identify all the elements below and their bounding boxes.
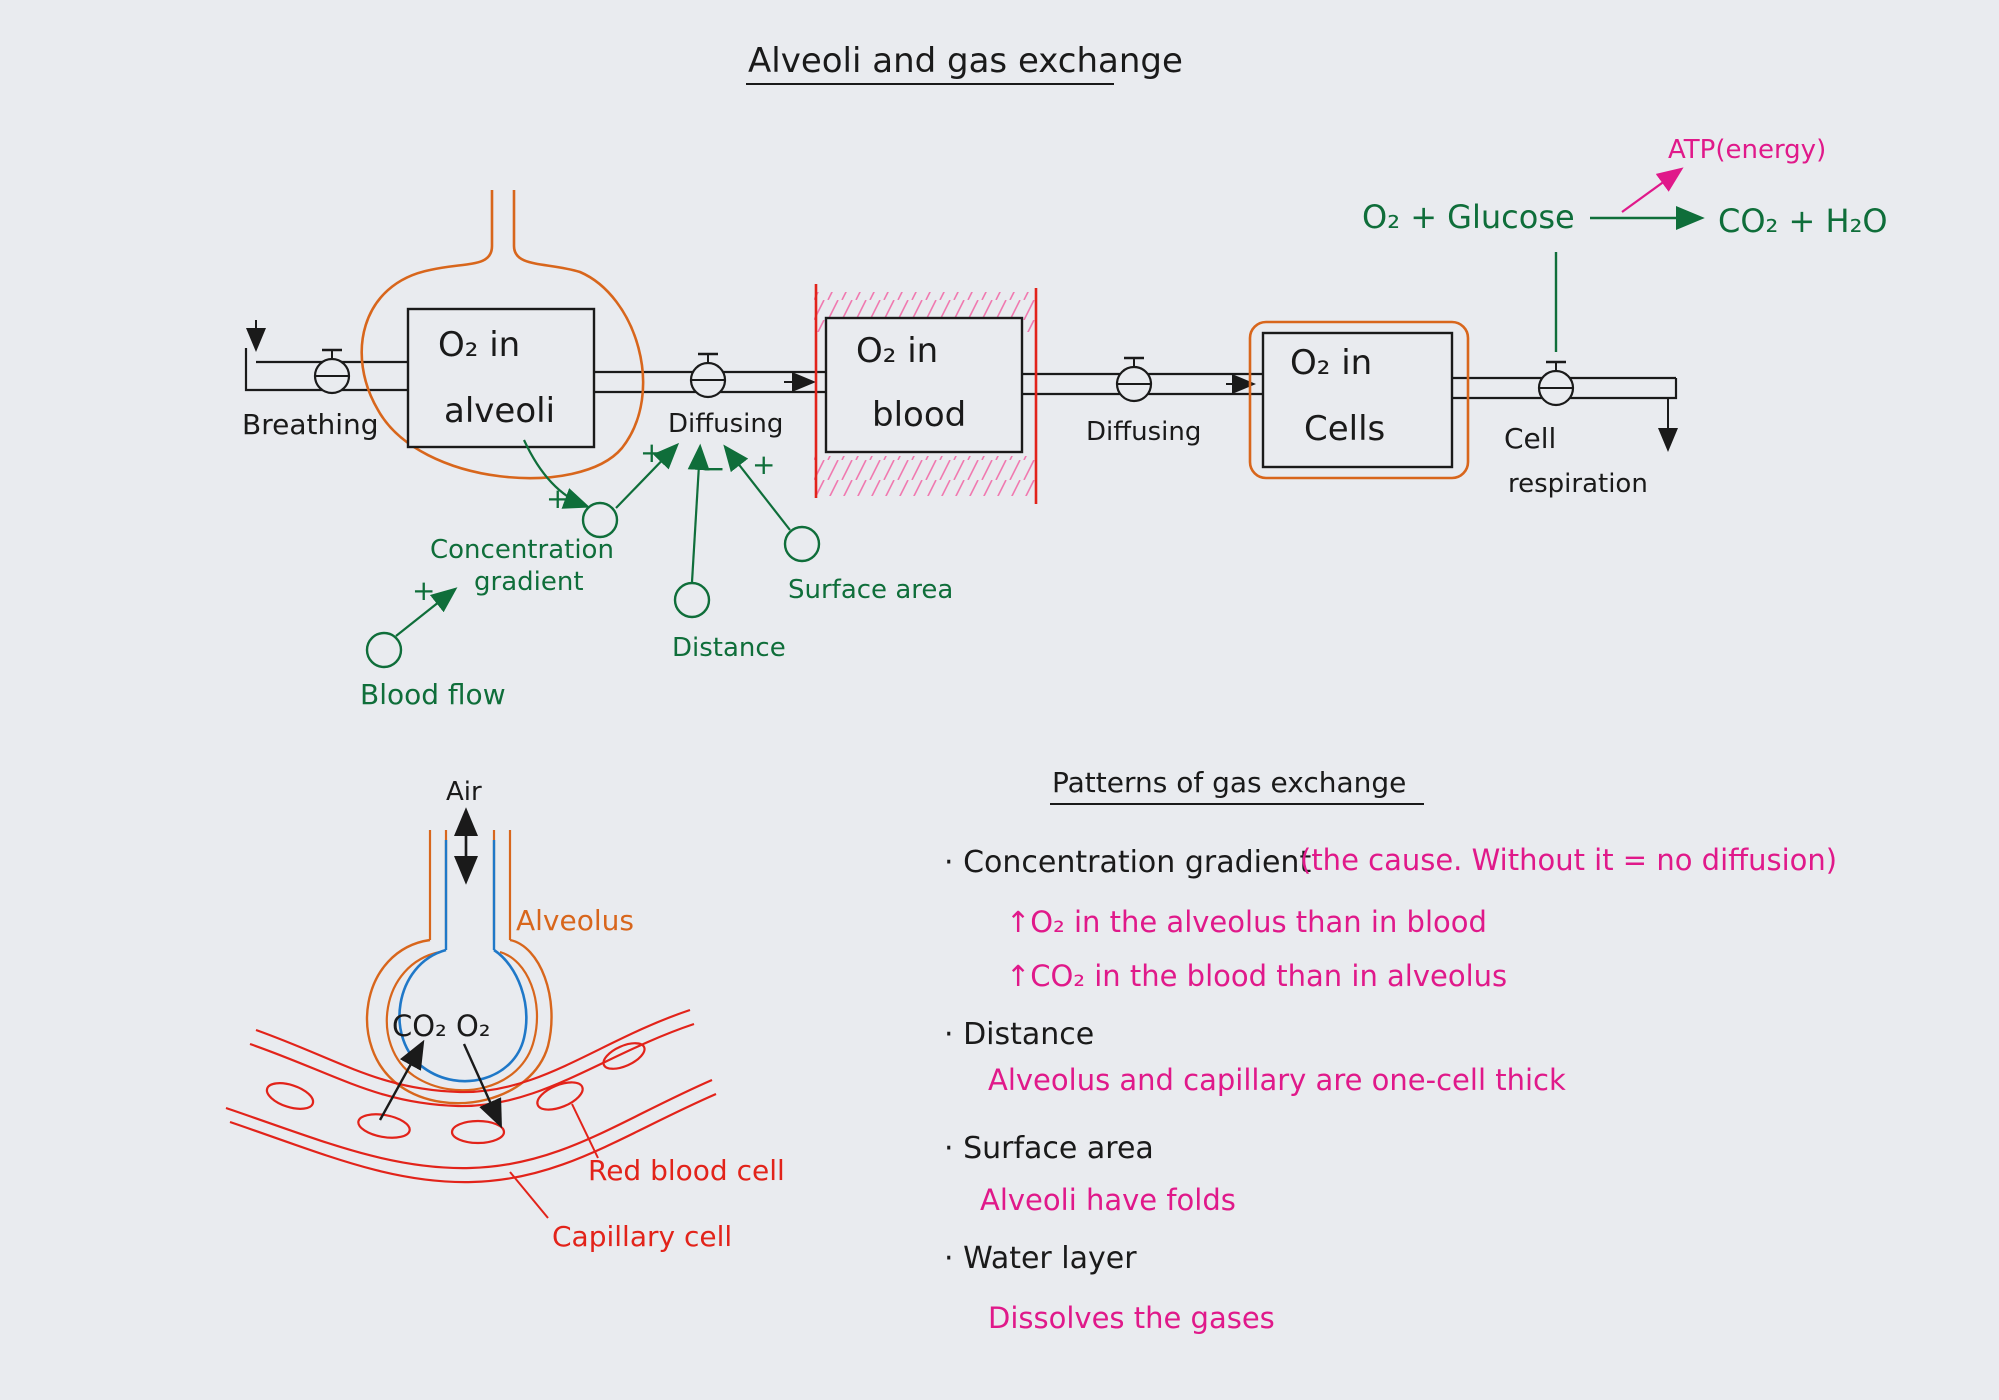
sign-area-to-diffusing: + xyxy=(752,448,775,481)
label-co2: CO₂ xyxy=(392,1009,447,1043)
stock-o2-cells-label-1: O₂ in xyxy=(1290,343,1372,383)
pattern-1-line-1: ↑O₂ in the alveolus than in blood xyxy=(1006,905,1487,939)
label-red-blood-cell: Red blood cell xyxy=(588,1154,785,1187)
respiration-reaction: O₂ + Glucose CO₂ + H₂O ATP(energy) xyxy=(1362,135,1888,352)
patterns-section: Patterns of gas exchange · Concentration… xyxy=(944,766,1837,1335)
label-breathing: Breathing xyxy=(242,408,379,441)
reaction-left: O₂ + Glucose xyxy=(1362,198,1575,236)
pattern-4-line-1: Dissolves the gases xyxy=(988,1301,1275,1335)
label-diffusing-2: Diffusing xyxy=(1086,417,1201,447)
label-blood-flow: Blood flow xyxy=(360,678,506,711)
label-o2: O₂ xyxy=(456,1009,490,1043)
stock-o2-alveoli-label-2: alveoli xyxy=(444,391,555,431)
pattern-2-head: · Distance xyxy=(944,1017,1094,1052)
pattern-1-aside: (the cause. Without it = no diffusion) xyxy=(1300,843,1837,877)
label-concentration: Concentration xyxy=(430,535,614,565)
stock-o2-blood xyxy=(824,316,1024,454)
sign-flow-to-gradient: + xyxy=(412,574,435,607)
stock-o2-blood-label-1: O₂ in xyxy=(856,331,938,371)
page-title: Alveoli and gas exchange xyxy=(748,41,1183,81)
label-surface-area: Surface area xyxy=(788,575,953,605)
label-cell: Cell xyxy=(1504,422,1556,455)
valve-diffusing-1 xyxy=(689,352,727,399)
stock-o2-cells-label-2: Cells xyxy=(1304,409,1385,449)
alveolus-illustration: Air CO₂ O₂ Alveolus Red blood cell xyxy=(225,777,785,1253)
reaction-right: CO₂ + H₂O xyxy=(1718,202,1888,240)
stock-o2-cells xyxy=(1261,331,1454,469)
stock-o2-alveoli-label-1: O₂ in xyxy=(438,325,520,365)
alveolus-outline xyxy=(360,190,645,480)
sign-distance-to-diffusing: − xyxy=(702,452,725,485)
pattern-2-line-1: Alveolus and capillary are one-cell thic… xyxy=(988,1063,1566,1097)
valve-breathing xyxy=(313,348,351,395)
valve-respiration xyxy=(1537,360,1575,407)
pattern-1-line-2: ↑CO₂ in the blood than in alveolus xyxy=(1006,959,1507,993)
pattern-1-head: · Concentration gradient xyxy=(944,845,1311,880)
label-diffusing-1: Diffusing xyxy=(668,409,783,439)
stock-o2-blood-label-2: blood xyxy=(872,395,966,435)
cell-outline xyxy=(1248,320,1470,480)
pattern-4-head: · Water layer xyxy=(944,1241,1137,1276)
sign-gradient-to-diffusing: + xyxy=(640,436,663,469)
reaction-byproduct: ATP(energy) xyxy=(1668,135,1826,165)
stock-o2-alveoli xyxy=(406,307,596,449)
label-air: Air xyxy=(446,777,482,807)
patterns-heading: Patterns of gas exchange xyxy=(1052,766,1406,799)
pattern-3-line-1: Alveoli have folds xyxy=(980,1183,1236,1217)
label-distance: Distance xyxy=(672,633,786,663)
valve-diffusing-2 xyxy=(1115,356,1153,403)
label-alveolus: Alveolus xyxy=(516,904,634,937)
pattern-3-head: · Surface area xyxy=(944,1131,1154,1166)
sign-alveoli-to-gradient: + xyxy=(546,482,569,515)
label-respiration: respiration xyxy=(1508,469,1648,499)
stock-flow-diagram: O₂ in alveoli O₂ in blood O₂ in Cells Br… xyxy=(242,190,1678,504)
label-capillary-cell: Capillary cell xyxy=(552,1220,732,1253)
diffusion-factors: + + Concentration gradient + Blood flow … xyxy=(360,436,953,711)
label-gradient: gradient xyxy=(474,567,584,597)
